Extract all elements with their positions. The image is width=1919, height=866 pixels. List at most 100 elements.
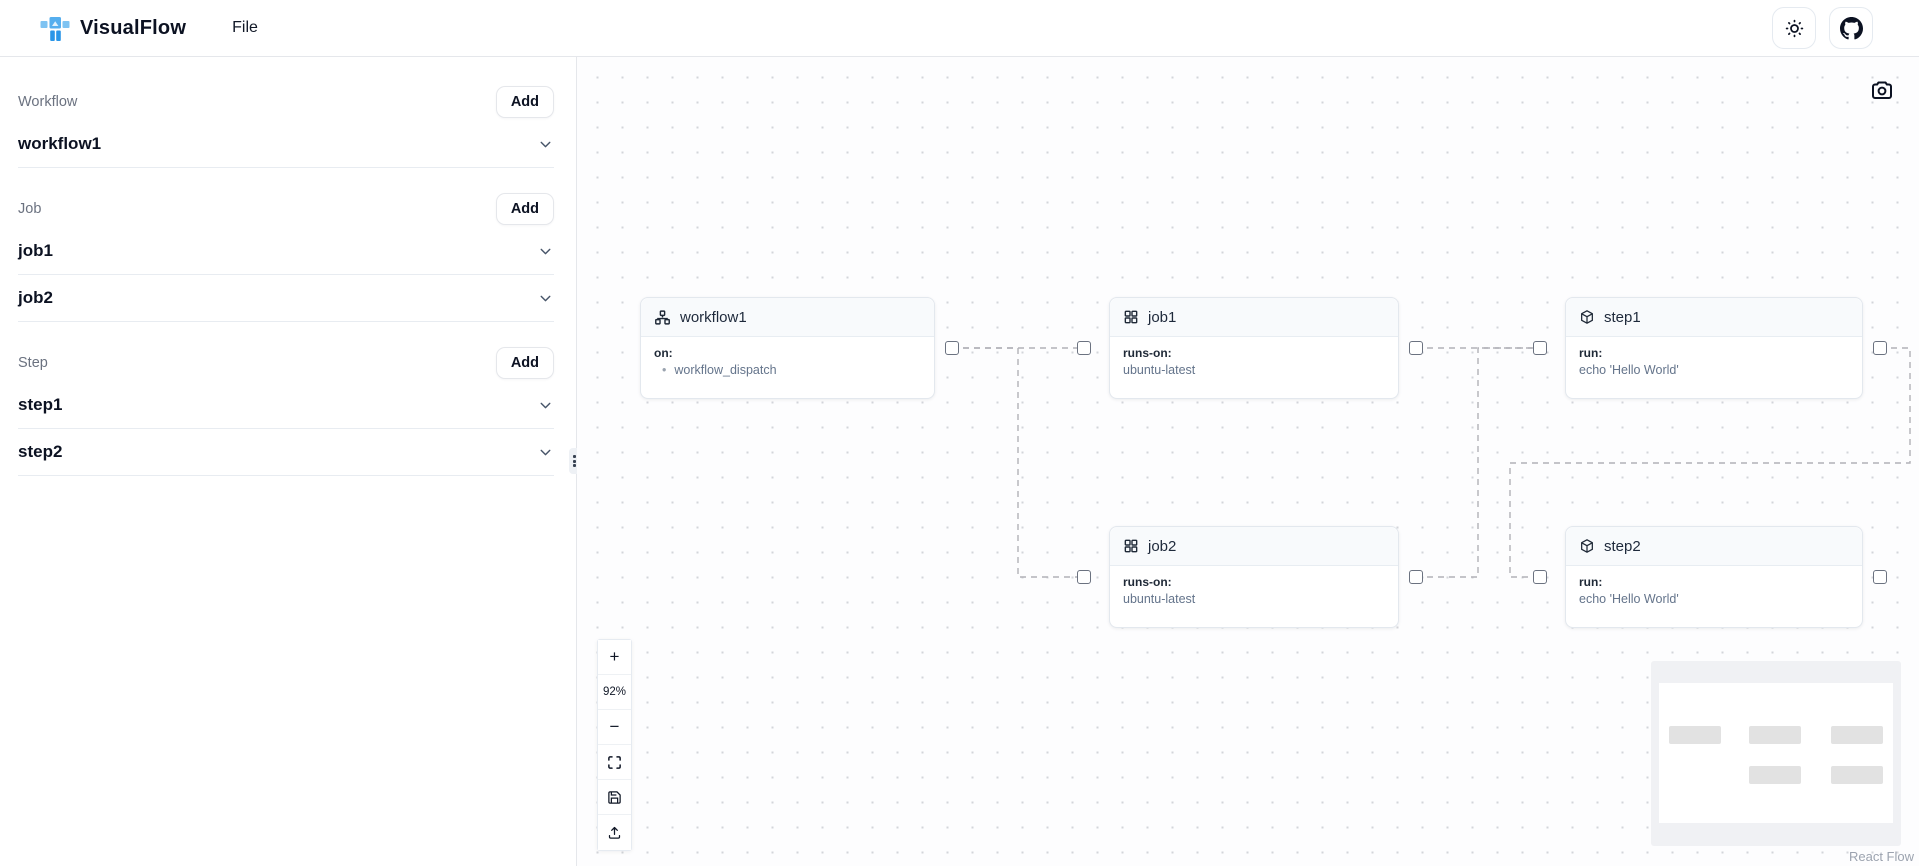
node-field-key: on: <box>654 346 673 360</box>
sidebar-item-step2[interactable]: step2 <box>18 429 554 476</box>
add-job-button[interactable]: Add <box>495 193 554 225</box>
github-icon <box>1839 16 1863 40</box>
fit-view-icon <box>607 755 622 770</box>
source-handle-step2[interactable] <box>1873 570 1887 584</box>
node-title: workflow1 <box>680 308 747 326</box>
minimap-node <box>1669 726 1721 744</box>
chevron-down-icon[interactable] <box>537 444 554 461</box>
node-title: step2 <box>1604 537 1641 555</box>
node-field-value: ubuntu-latest <box>1123 592 1196 606</box>
screenshot-button[interactable] <box>1867 75 1897 105</box>
add-workflow-button[interactable]: Add <box>495 86 554 118</box>
step-icon <box>1579 309 1595 325</box>
node-field-value: echo 'Hello World' <box>1579 592 1679 606</box>
minimap-node <box>1831 766 1883 784</box>
save-icon <box>607 790 622 805</box>
theme-toggle-button[interactable] <box>1772 7 1816 49</box>
node-field-value: workflow_dispatch <box>654 363 921 377</box>
node-field-key: run: <box>1579 575 1603 589</box>
node-title: job2 <box>1148 537 1177 555</box>
source-handle-job1[interactable] <box>1409 341 1423 355</box>
add-step-button[interactable]: Add <box>495 347 554 379</box>
chevron-down-icon[interactable] <box>537 397 554 414</box>
node-body: run: echo 'Hello World' <box>1566 337 1862 385</box>
fit-view-button[interactable] <box>598 745 631 780</box>
upload-icon <box>607 825 622 840</box>
zoom-in-button[interactable]: + <box>598 640 631 675</box>
flow-node-step2[interactable]: step2 run: echo 'Hello World' <box>1565 526 1863 628</box>
workflow-icon <box>654 309 671 326</box>
minimap-viewport <box>1659 683 1893 823</box>
brand[interactable]: VisualFlow <box>40 13 186 43</box>
node-body: run: echo 'Hello World' <box>1566 566 1862 614</box>
section-header: Job Add <box>18 192 554 226</box>
section-label: Job <box>18 201 42 217</box>
flow-canvas[interactable]: workflow1 on: workflow_dispatch job1 runs-on… <box>577 57 1919 866</box>
node-body: runs-on: ubuntu-latest <box>1110 566 1398 614</box>
source-handle-job2[interactable] <box>1409 570 1423 584</box>
sidebar-section-workflow: Workflow Add workflow1 <box>18 85 554 168</box>
node-field-key: run: <box>1579 346 1603 360</box>
visualflow-logo-icon <box>40 13 70 43</box>
node-header: job1 <box>1110 298 1398 337</box>
minimap-node <box>1749 766 1801 784</box>
target-handle-step1[interactable] <box>1533 341 1547 355</box>
flow-node-job1[interactable]: job1 runs-on: ubuntu-latest <box>1109 297 1399 399</box>
node-field-value: ubuntu-latest <box>1123 363 1196 377</box>
node-body: on: workflow_dispatch <box>641 337 934 385</box>
camera-icon <box>1870 78 1894 102</box>
flow-node-workflow1[interactable]: workflow1 on: workflow_dispatch <box>640 297 935 399</box>
section-header: Step Add <box>18 346 554 380</box>
node-title: step1 <box>1604 308 1641 326</box>
source-handle-workflow1[interactable] <box>945 341 959 355</box>
react-flow-attribution[interactable]: React Flow <box>1848 849 1914 864</box>
chevron-down-icon[interactable] <box>537 243 554 260</box>
app-title: VisualFlow <box>80 16 187 39</box>
sidebar-section-step: Step Add step1 step2 <box>18 346 554 476</box>
node-header: workflow1 <box>641 298 934 337</box>
chevron-down-icon[interactable] <box>537 290 554 307</box>
sun-icon <box>1784 18 1805 39</box>
step-icon <box>1579 538 1595 554</box>
node-title: job1 <box>1148 308 1177 326</box>
job-icon <box>1123 538 1139 554</box>
target-handle-step2[interactable] <box>1533 570 1547 584</box>
sidebar-item-step1[interactable]: step1 <box>18 382 554 429</box>
node-field-key: runs-on: <box>1123 346 1172 360</box>
node-field-key: runs-on: <box>1123 575 1172 589</box>
minimap-node <box>1831 726 1883 744</box>
zoom-out-button[interactable]: − <box>598 710 631 745</box>
chevron-down-icon[interactable] <box>537 136 554 153</box>
job-icon <box>1123 309 1139 325</box>
zoom-level: 92% <box>598 675 631 710</box>
item-label: step1 <box>18 395 63 414</box>
save-button[interactable] <box>598 780 631 815</box>
node-header: step1 <box>1566 298 1862 337</box>
app-header: VisualFlow File <box>0 0 1919 57</box>
node-body: runs-on: ubuntu-latest <box>1110 337 1398 385</box>
section-label: Step <box>18 355 48 371</box>
minimap-node <box>1749 726 1801 744</box>
section-label: Workflow <box>18 94 78 110</box>
menu-file[interactable]: File <box>232 19 258 36</box>
flow-node-job2[interactable]: job2 runs-on: ubuntu-latest <box>1109 526 1399 628</box>
flow-node-step1[interactable]: step1 run: echo 'Hello World' <box>1565 297 1863 399</box>
sidebar-item-job1[interactable]: job1 <box>18 228 554 275</box>
sidebar-item-job2[interactable]: job2 <box>18 275 554 322</box>
item-label: workflow1 <box>18 134 102 153</box>
item-label: job1 <box>18 241 53 260</box>
sidebar-section-job: Job Add job1 job2 <box>18 192 554 322</box>
node-field-value: echo 'Hello World' <box>1579 363 1679 377</box>
edge-job2-to-step1 <box>1416 347 1540 578</box>
target-handle-job2[interactable] <box>1077 570 1091 584</box>
section-header: Workflow Add <box>18 85 554 119</box>
canvas-controls: + 92% − <box>597 639 632 851</box>
target-handle-job1[interactable] <box>1077 341 1091 355</box>
source-handle-step1[interactable] <box>1873 341 1887 355</box>
node-header: step2 <box>1566 527 1862 566</box>
upload-button[interactable] <box>598 815 631 850</box>
minimap[interactable] <box>1651 661 1901 846</box>
sidebar-item-workflow1[interactable]: workflow1 <box>18 121 554 168</box>
github-button[interactable] <box>1829 7 1873 49</box>
